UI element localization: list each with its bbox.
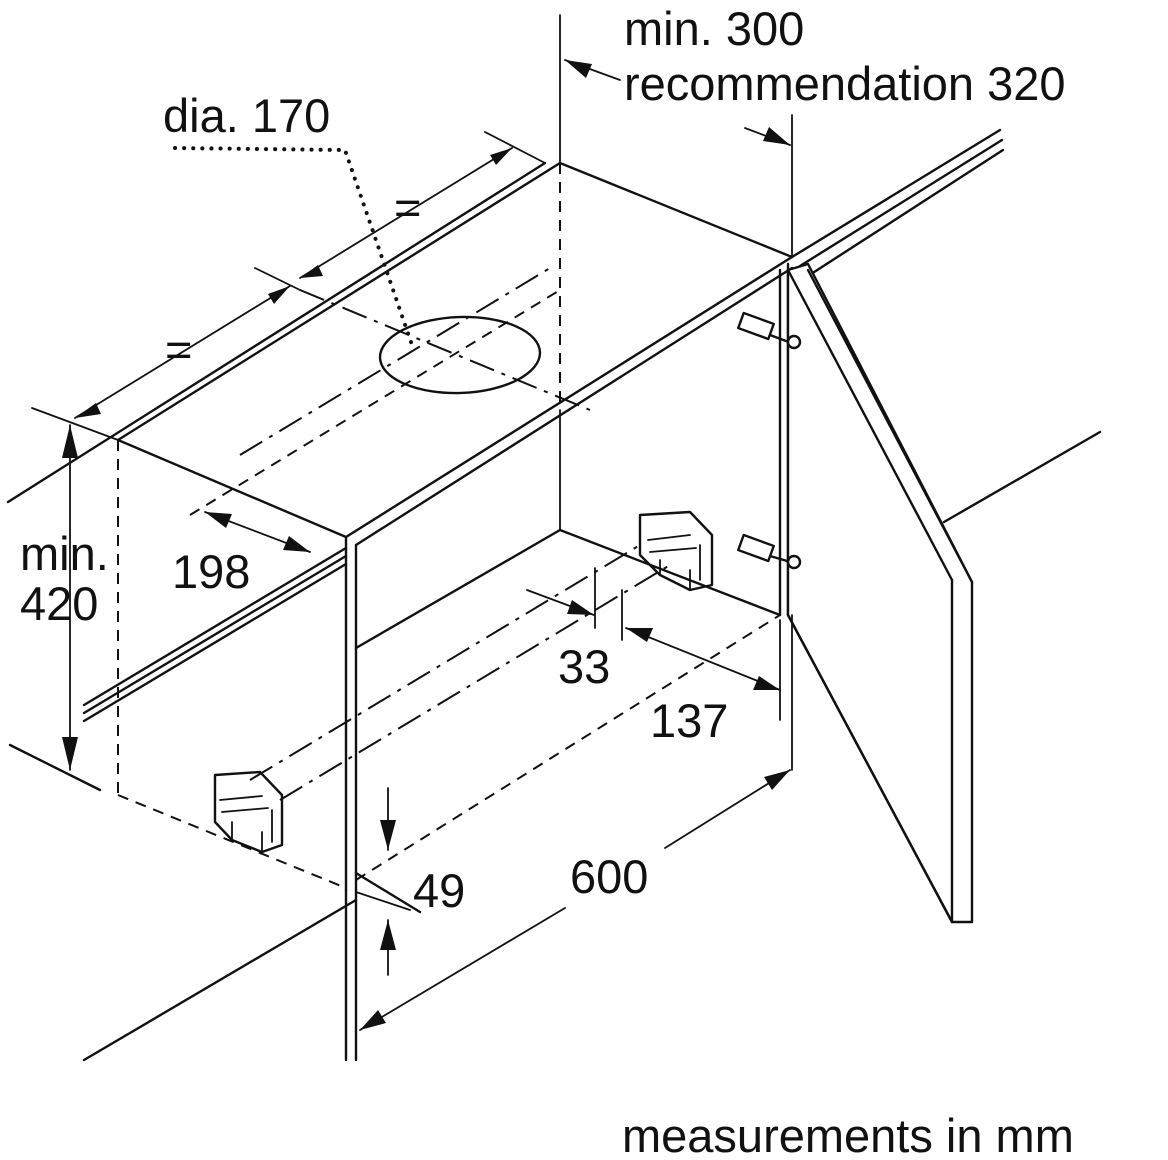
diameter-label: dia. 170 [163, 89, 330, 142]
dimension-lines [31, 14, 793, 1031]
units-note: measurements in mm [622, 1109, 1074, 1160]
recommended-depth-label: recommendation 320 [624, 57, 1066, 110]
width-600-label: 600 [570, 850, 648, 903]
diameter-leader [173, 146, 414, 347]
hidden-lines [117, 163, 781, 889]
equal-mark-lower: = [165, 323, 192, 376]
offset-33-label: 33 [558, 640, 610, 693]
cabinet-outline [6, 128, 1102, 1062]
min-depth-label: min. 300 [624, 2, 804, 55]
mounting-bracket-icon [213, 510, 714, 854]
min-height-label-line2: 420 [20, 577, 98, 630]
min-height-label-line1: min. [20, 527, 109, 580]
dimension-arrows [62, 60, 790, 1030]
offset-198-label: 198 [172, 545, 250, 598]
equal-mark-upper: = [394, 181, 421, 234]
offset-49-label: 49 [413, 864, 465, 917]
centre-lines [239, 264, 671, 801]
cabinet-door [786, 262, 974, 924]
hinge-icon [737, 311, 802, 570]
duct-hole [378, 315, 542, 395]
offset-137-label: 137 [650, 694, 728, 747]
